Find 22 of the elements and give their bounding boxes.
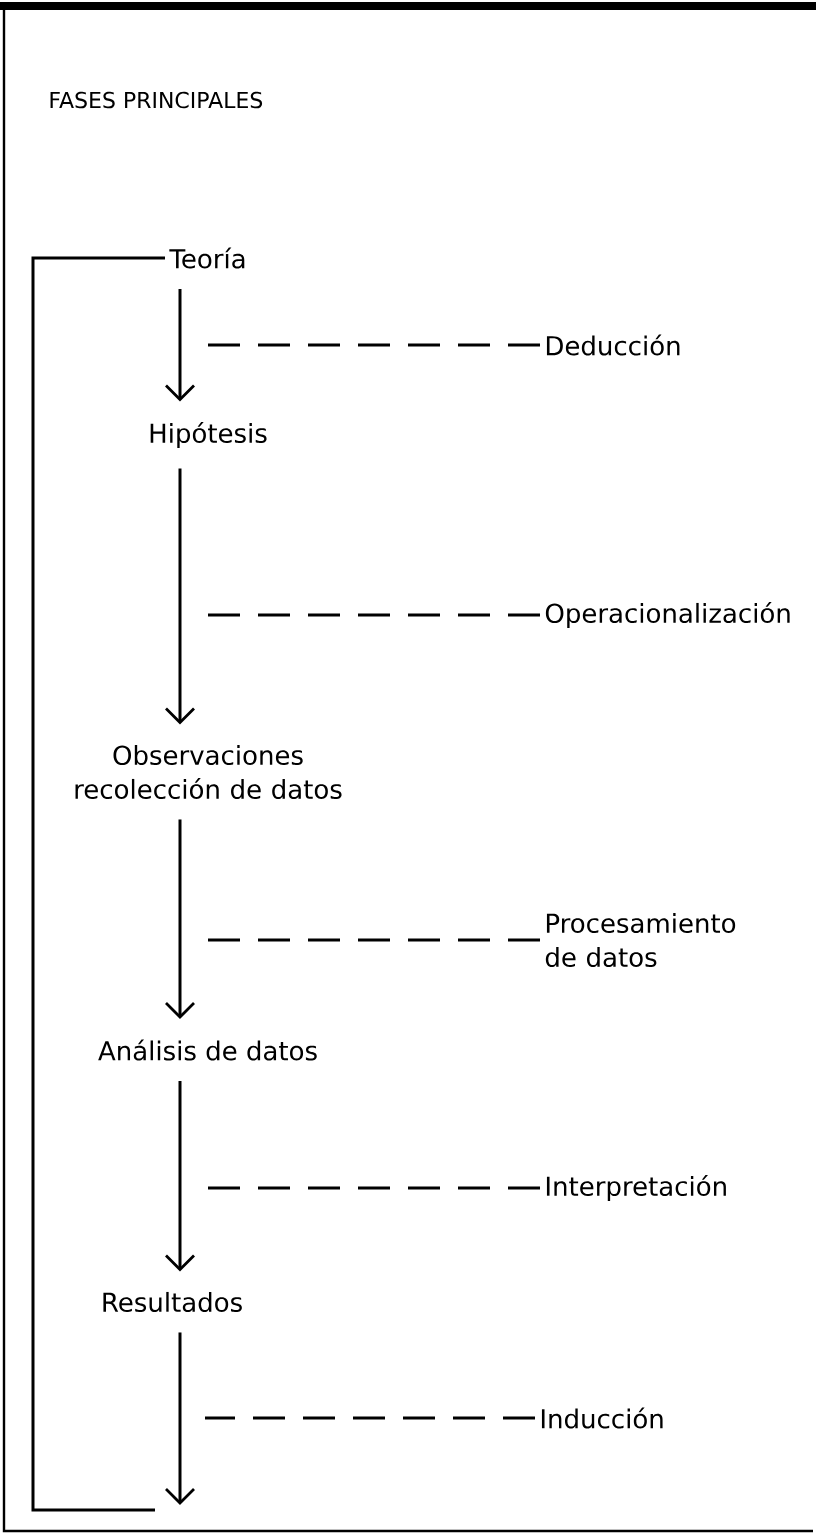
- arrow: [165, 468, 195, 725]
- title: FASES PRINCIPALES: [50, 91, 263, 109]
- leader-line: [205, 1416, 535, 1420]
- phase-label: Operacionalización: [545, 601, 790, 629]
- step-label: Resultados: [103, 1291, 242, 1313]
- step-label: Observaciones recolección de datos: [75, 744, 342, 800]
- arrow: [165, 819, 195, 1019]
- phase-label: Inducción: [541, 1407, 663, 1429]
- leader-line: [205, 938, 540, 942]
- step-label: Análisis de datos: [98, 1039, 317, 1061]
- phase-label: Interpretación: [546, 1174, 726, 1202]
- step-label: Hipótesis: [150, 421, 267, 449]
- leader-line: [205, 1186, 540, 1190]
- arrow: [165, 289, 195, 402]
- phase-label: Deducción: [546, 334, 680, 356]
- leader-line: [205, 613, 540, 617]
- arrow: [165, 1081, 195, 1272]
- phase-label: Procesamiento de datos: [545, 912, 736, 968]
- leader-line: [205, 343, 540, 347]
- step-label: Teoría: [169, 247, 245, 269]
- arrow: [165, 1332, 195, 1505]
- feedback-line: [31, 256, 165, 1512]
